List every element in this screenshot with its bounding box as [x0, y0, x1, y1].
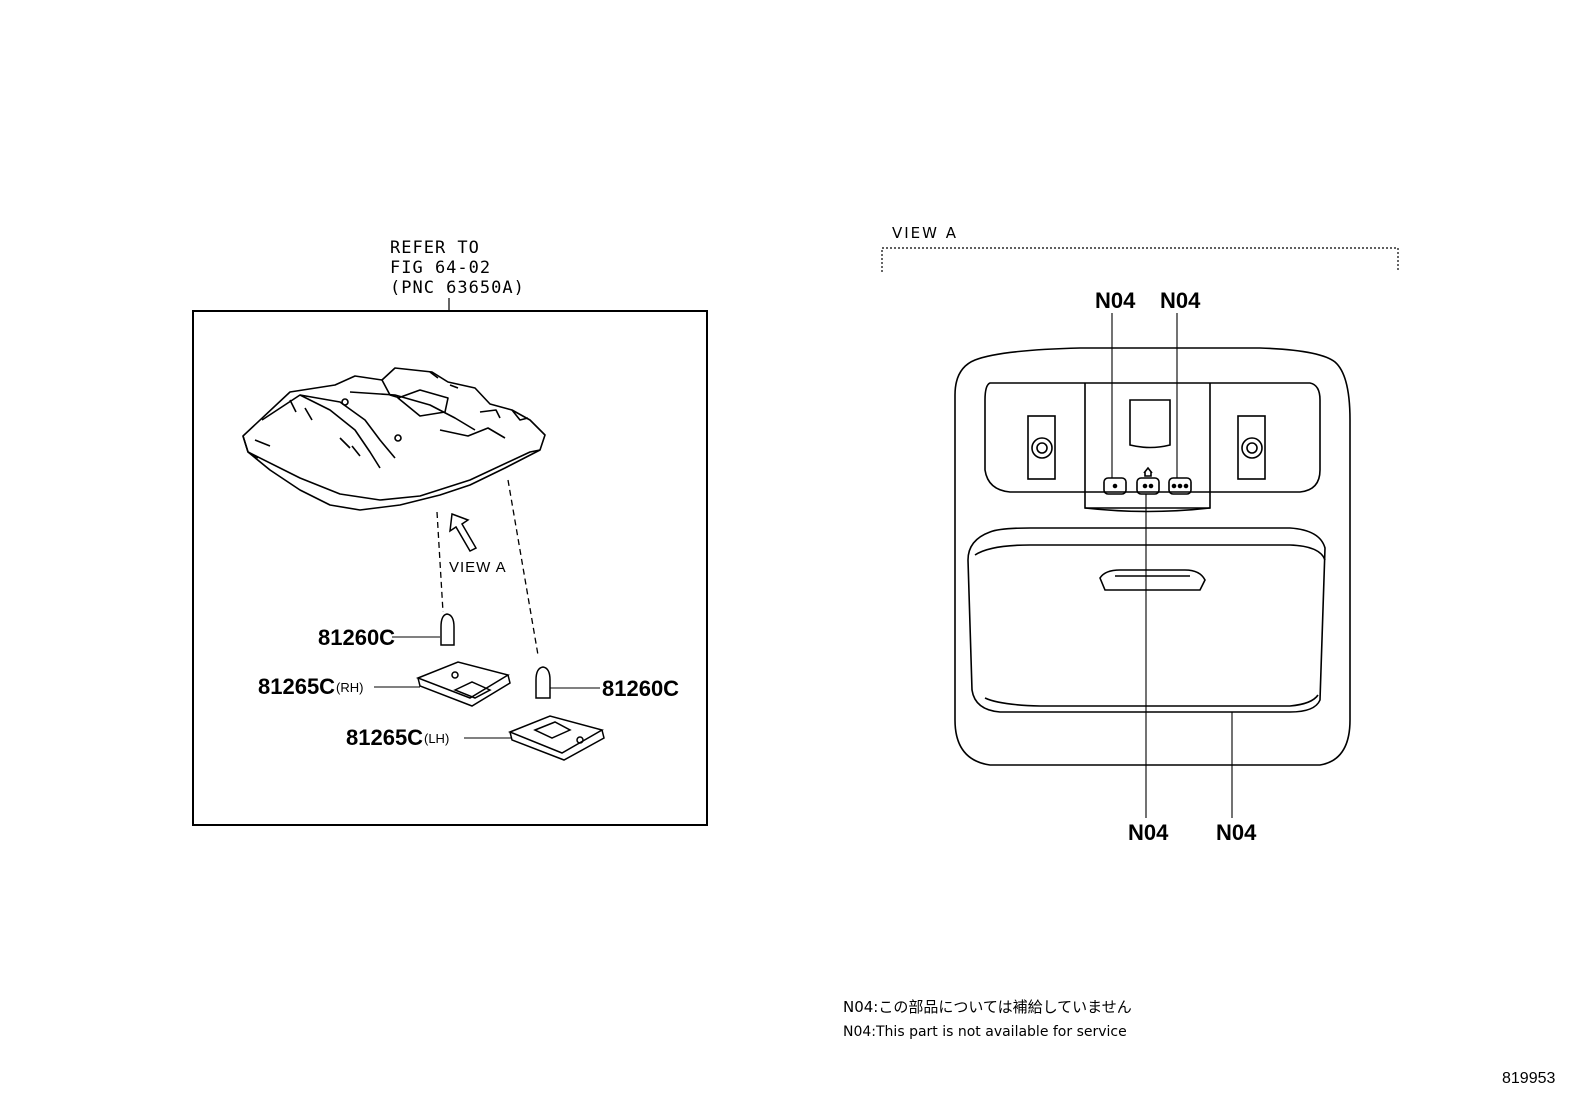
- callout-n04-1: N04: [1095, 288, 1136, 313]
- lens-rh-icon: [415, 661, 511, 707]
- right-panel: VIEW A: [881, 224, 1399, 845]
- left-frame: [192, 310, 708, 826]
- callout-n04-2: N04: [1160, 288, 1201, 313]
- refer-line-1: REFER TO: [390, 238, 480, 258]
- callout-81265c-lh: 81265C: [346, 725, 423, 750]
- callout-n04-3: N04: [1128, 820, 1169, 845]
- note-japanese: N04:この部品については補給していません: [843, 998, 1132, 1016]
- dashed-guide-left: [436, 511, 444, 613]
- view-a-label: VIEW A: [449, 559, 507, 576]
- figure-number: 819953: [1502, 1070, 1556, 1087]
- callout-n04-4: N04: [1216, 820, 1257, 845]
- view-arrow-icon: [449, 512, 478, 552]
- callout-81260c-a: 81260C: [318, 625, 395, 650]
- callout-81260c-b: 81260C: [602, 676, 679, 701]
- view-a-title: VIEW A: [892, 224, 958, 242]
- callout-81265c-rh: 81265C: [258, 674, 335, 699]
- callout-suffix-lh: (LH): [424, 731, 449, 746]
- lens-lh-icon: [507, 715, 605, 761]
- console-assembly-drawing: [242, 367, 546, 511]
- note-english: N04:This part is not available for servi…: [843, 1024, 1127, 1040]
- callout-suffix-rh: (RH): [336, 680, 363, 695]
- left-panel: REFER TO FIG 64-02 (PNC 63650A): [192, 238, 708, 826]
- refer-line-2: FIG 64-02: [390, 258, 491, 278]
- bulb-icon: [440, 613, 455, 646]
- dashed-guide-right: [507, 479, 539, 656]
- bulb-icon: [535, 666, 551, 699]
- view-bracket: [881, 247, 1399, 272]
- refer-line-3: (PNC 63650A): [390, 278, 525, 298]
- console-front-view: [954, 347, 1351, 766]
